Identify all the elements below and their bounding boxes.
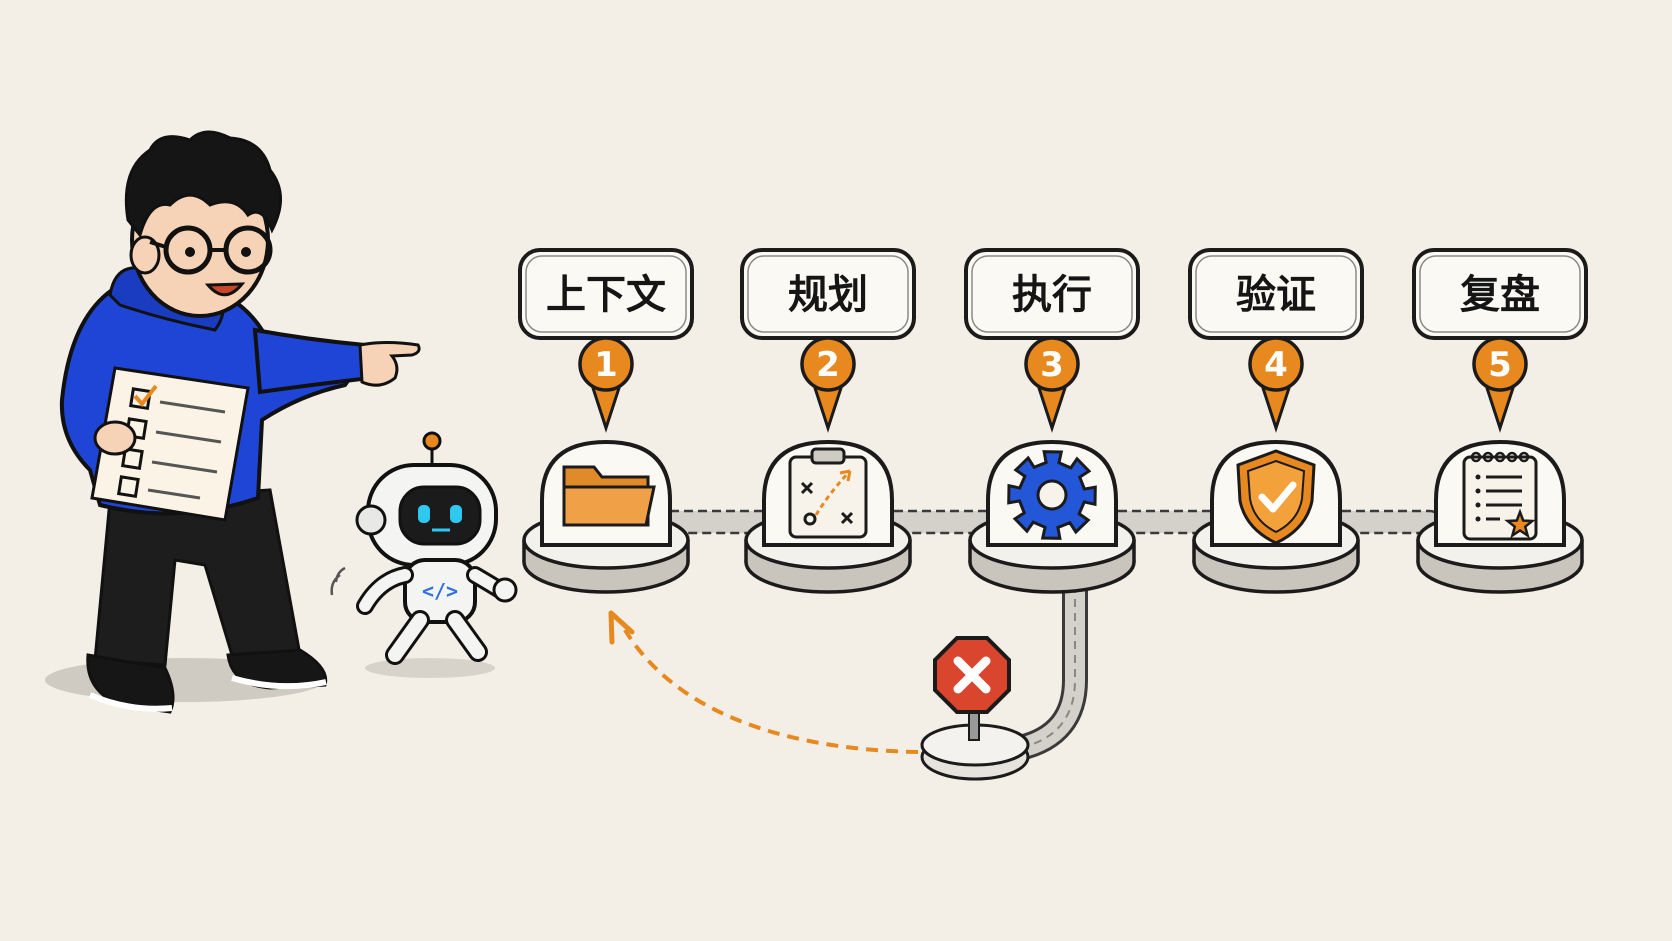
person-pointing xyxy=(45,130,421,714)
step-number: 1 xyxy=(594,345,618,385)
step-number-pin: 2 xyxy=(800,336,856,433)
step-label-bubble: 验证 xyxy=(1188,248,1364,340)
strategy-clipboard-icon xyxy=(788,447,868,539)
step-number: 3 xyxy=(1040,345,1064,385)
step-label: 执行 xyxy=(1012,272,1092,318)
folder-icon xyxy=(562,465,656,527)
workflow-step-5: 复盘 5 xyxy=(1412,248,1588,594)
step-label-bubble: 执行 xyxy=(964,248,1140,340)
step-label-bubble: 上下文 xyxy=(518,248,694,340)
workflow-step-4: 验证 4 xyxy=(1188,248,1364,594)
step-label: 规划 xyxy=(788,272,868,318)
steps: 上下文 1 规划 2 执行 3 验证 4 复盘 5 xyxy=(518,248,1588,594)
step-number-pin: 3 xyxy=(1024,336,1080,433)
step-label: 验证 xyxy=(1236,272,1316,318)
step-number: 4 xyxy=(1264,345,1288,385)
notepad-star-icon xyxy=(1462,451,1538,541)
step-number: 5 xyxy=(1488,345,1512,385)
step-label: 复盘 xyxy=(1460,272,1540,318)
step-label-bubble: 复盘 xyxy=(1412,248,1588,340)
robot-chest-code: </> xyxy=(422,579,458,603)
check-shield-icon xyxy=(1236,449,1316,545)
checklist-icon xyxy=(90,366,250,522)
step-number-pin: 5 xyxy=(1472,336,1528,433)
gear-icon xyxy=(1007,450,1097,540)
workflow-step-1: 上下文 1 xyxy=(518,248,694,594)
loop-back-arrow xyxy=(608,610,919,754)
stop-sign-icon xyxy=(920,636,1030,781)
robot-assistant: </> xyxy=(330,431,518,678)
step-label-bubble: 规划 xyxy=(740,248,916,340)
workflow-step-3: 执行 3 xyxy=(964,248,1140,594)
workflow-step-2: 规划 2 xyxy=(740,248,916,594)
step-number-pin: 1 xyxy=(578,336,634,433)
step-number-pin: 4 xyxy=(1248,336,1304,433)
step-label: 上下文 xyxy=(546,272,666,318)
step-number: 2 xyxy=(816,345,840,385)
